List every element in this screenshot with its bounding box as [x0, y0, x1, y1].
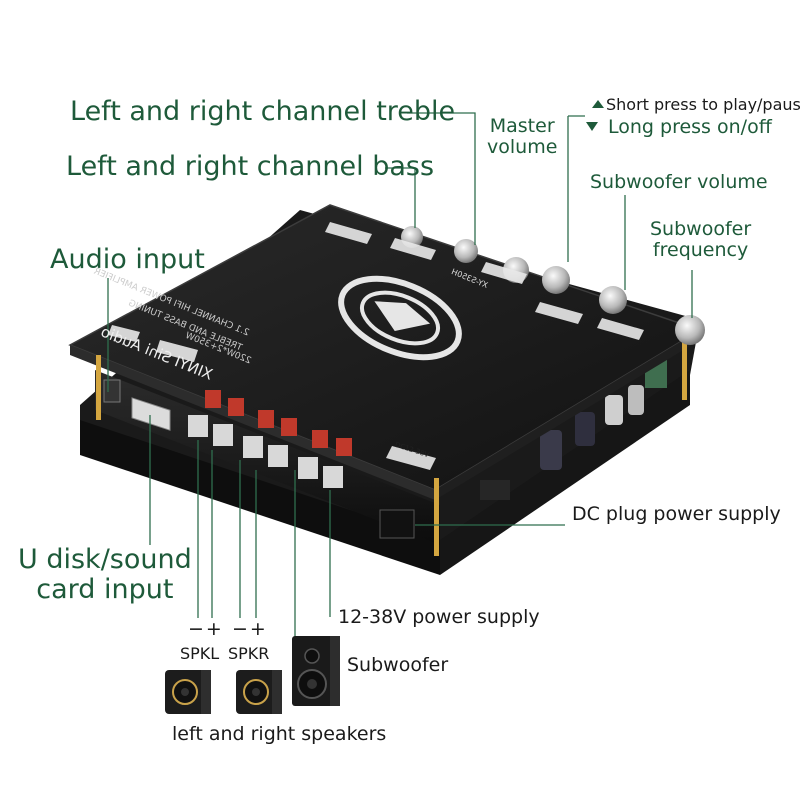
- label-spkl: SPKL: [180, 644, 220, 663]
- down-arrow-icon: [586, 122, 598, 131]
- label-subwoofer: Subwoofer: [347, 654, 449, 676]
- capacitor: [540, 430, 562, 470]
- pcb-bottom-front: [80, 420, 440, 575]
- label-subwoofer-frequency: Subwoofer frequency: [650, 218, 752, 261]
- cover-right-edge: [435, 330, 700, 500]
- brand-logo: [338, 275, 462, 361]
- up-arrow-icon: [592, 100, 604, 108]
- subwoofer-icon: [292, 636, 340, 706]
- speaker-icon: [236, 670, 282, 714]
- front-panel: [95, 370, 440, 545]
- chip: [480, 480, 510, 500]
- label-udisk: U disk/sound card input: [18, 544, 192, 605]
- label-long-press: Long press on/off: [608, 116, 772, 138]
- capacitor: [605, 395, 623, 425]
- audio-jack: [103, 379, 121, 403]
- leader-lines: [107, 112, 693, 640]
- label-lr-speakers: left and right speakers: [172, 723, 387, 745]
- label-master-volume: Master volume: [487, 115, 558, 158]
- capacitor: [575, 412, 595, 446]
- knob-label-plates: [108, 222, 644, 470]
- standoff: [434, 478, 439, 556]
- label-dc-plug: DC plug power supply: [572, 503, 781, 525]
- capacitor: [628, 385, 644, 415]
- spkr-polarity: −+: [232, 618, 268, 640]
- label-spkr: SPKR: [228, 644, 270, 663]
- label-audio-input: Audio input: [50, 244, 205, 275]
- dc-jack: [379, 509, 415, 539]
- pcb-bottom-right: [440, 370, 690, 575]
- label-treble: Left and right channel treble: [70, 96, 456, 127]
- cover-front-edge: [70, 345, 435, 500]
- standoff: [682, 330, 687, 400]
- label-subwoofer-volume: Subwoofer volume: [590, 171, 768, 193]
- label-power-supply: 12-38V power supply: [338, 606, 540, 628]
- label-bass: Left and right channel bass: [66, 151, 435, 182]
- spkl-polarity: −+: [188, 618, 224, 640]
- label-short-press: Short press to play/pause: [606, 95, 800, 114]
- usb-port: [131, 397, 171, 431]
- speaker-terminals: [188, 390, 352, 488]
- standoff: [96, 355, 101, 420]
- speaker-icon: [165, 670, 211, 714]
